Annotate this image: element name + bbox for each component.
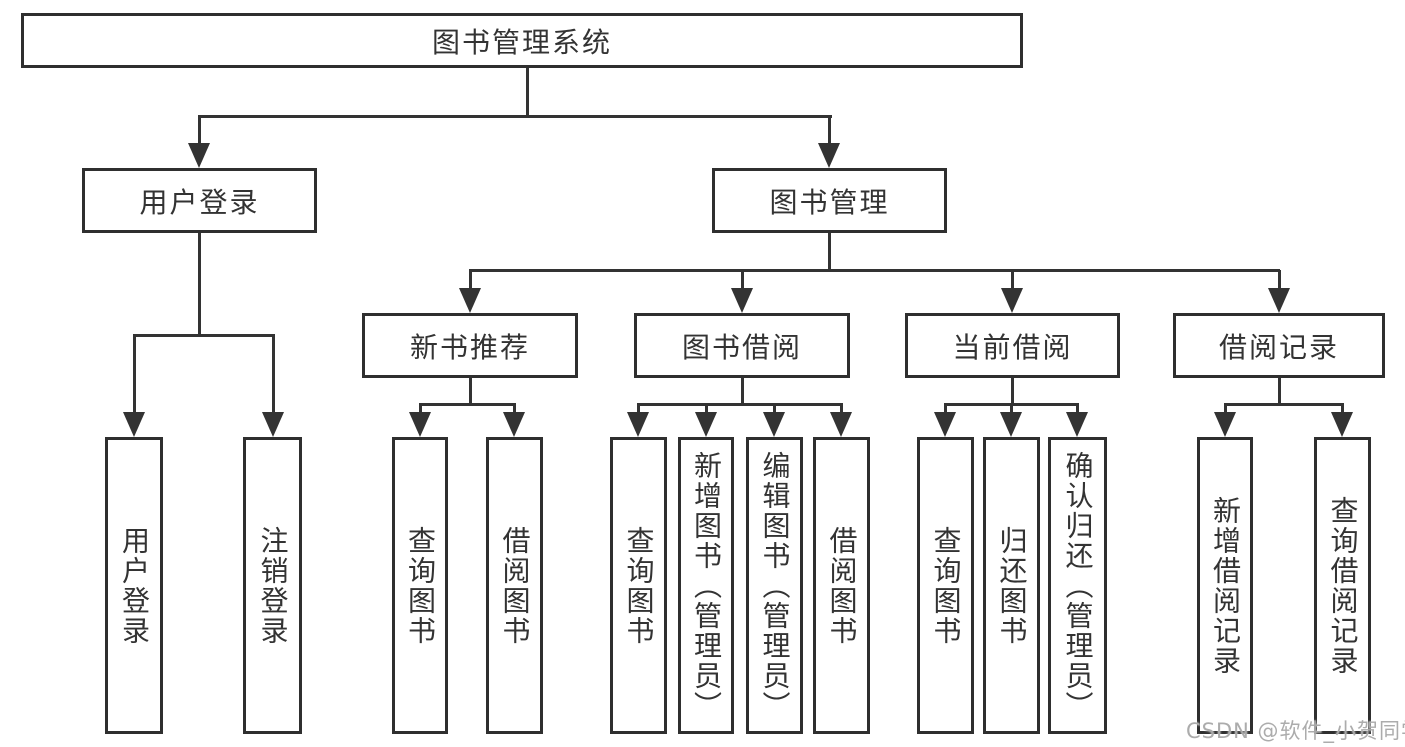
leaf-logout: 注销登录 xyxy=(243,437,302,734)
down-arrow-icon xyxy=(763,404,785,437)
down-arrow-icon xyxy=(409,404,431,437)
node-new-book-recommend-label: 新书推荐 xyxy=(409,330,530,364)
down-arrow-icon xyxy=(1000,404,1022,437)
down-arrow-icon xyxy=(1268,270,1290,313)
node-library-system: 图书管理系统 xyxy=(21,13,1023,68)
node-user-login: 用户登录 xyxy=(82,168,317,233)
down-arrow-icon xyxy=(627,404,649,437)
connector-hline xyxy=(418,403,516,406)
leaf-query-borrow-record: 查询借阅记录 xyxy=(1314,437,1371,734)
node-book-borrowing-label: 图书借阅 xyxy=(681,330,802,364)
leaf-borrow-books-recommend-label: 借阅图书 xyxy=(498,525,532,646)
leaf-return-book-label: 归还图书 xyxy=(995,525,1029,646)
leaf-borrow-books: 借阅图书 xyxy=(813,437,870,734)
down-arrow-icon xyxy=(503,404,525,437)
down-arrow-icon xyxy=(188,116,210,168)
connector-hline xyxy=(197,115,832,118)
connector-vline xyxy=(468,378,472,406)
connector-vline xyxy=(198,233,201,337)
node-book-management: 图书管理 xyxy=(712,168,947,233)
connector-vline xyxy=(525,68,529,118)
node-library-system-label: 图书管理系统 xyxy=(431,25,612,59)
leaf-borrow-books-label: 借阅图书 xyxy=(825,525,859,646)
leaf-add-borrow-record: 新增借阅记录 xyxy=(1197,437,1253,734)
leaf-query-books-current-label: 查询图书 xyxy=(929,525,963,646)
leaf-confirm-return-admin-label: 确认归还（管理员） xyxy=(1061,450,1095,721)
down-arrow-icon xyxy=(1214,404,1236,437)
leaf-edit-book-admin-label: 编辑图书（管理员） xyxy=(758,450,792,721)
down-arrow-icon xyxy=(818,116,840,168)
leaf-query-books-borrowing-label: 查询图书 xyxy=(622,525,656,646)
leaf-query-borrow-record-label: 查询借阅记录 xyxy=(1326,495,1360,676)
leaf-user-login: 用户登录 xyxy=(105,437,163,734)
connector-vline xyxy=(1277,378,1281,406)
down-arrow-icon xyxy=(695,404,717,437)
watermark: CSDN @软件_小贺同学 xyxy=(1186,719,1405,743)
leaf-borrow-books-recommend: 借阅图书 xyxy=(486,437,543,734)
leaf-user-login-label: 用户登录 xyxy=(118,525,151,646)
down-arrow-icon xyxy=(1331,404,1353,437)
down-arrow-icon xyxy=(1066,404,1088,437)
node-user-login-label: 用户登录 xyxy=(139,185,260,219)
down-arrow-icon xyxy=(731,270,753,313)
down-arrow-icon xyxy=(1001,270,1023,313)
leaf-query-books-borrowing: 查询图书 xyxy=(610,437,667,734)
connector-hline xyxy=(132,334,275,337)
leaf-confirm-return-admin: 确认归还（管理员） xyxy=(1048,437,1107,734)
node-book-borrowing: 图书借阅 xyxy=(634,313,850,378)
connector-hline xyxy=(636,403,843,406)
down-arrow-icon xyxy=(459,270,481,313)
leaf-edit-book-admin: 编辑图书（管理员） xyxy=(746,437,803,734)
node-current-borrowing-label: 当前借阅 xyxy=(952,330,1073,364)
connector-vline xyxy=(740,378,744,406)
node-new-book-recommend: 新书推荐 xyxy=(362,313,578,378)
node-current-borrowing: 当前借阅 xyxy=(905,313,1120,378)
connector-vline xyxy=(827,233,831,272)
down-arrow-icon xyxy=(123,335,145,437)
node-borrowing-records-label: 借阅记录 xyxy=(1218,330,1339,364)
leaf-add-book-admin: 新增图书（管理员） xyxy=(678,437,734,734)
down-arrow-icon xyxy=(934,404,956,437)
connector-vline xyxy=(1010,378,1014,406)
down-arrow-icon xyxy=(262,335,284,437)
node-book-management-label: 图书管理 xyxy=(769,185,890,219)
leaf-return-book: 归还图书 xyxy=(983,437,1040,734)
leaf-add-book-admin-label: 新增图书（管理员） xyxy=(690,450,723,721)
down-arrow-icon xyxy=(830,404,852,437)
connector-hline xyxy=(468,269,1280,272)
leaf-add-borrow-record-label: 新增借阅记录 xyxy=(1209,495,1242,676)
leaf-query-books-recommend-label: 查询图书 xyxy=(404,525,437,646)
connector-hline xyxy=(1223,403,1344,406)
leaf-logout-label: 注销登录 xyxy=(256,525,290,646)
leaf-query-books-recommend: 查询图书 xyxy=(392,437,448,734)
leaf-query-books-current: 查询图书 xyxy=(917,437,974,734)
node-borrowing-records: 借阅记录 xyxy=(1173,313,1385,378)
